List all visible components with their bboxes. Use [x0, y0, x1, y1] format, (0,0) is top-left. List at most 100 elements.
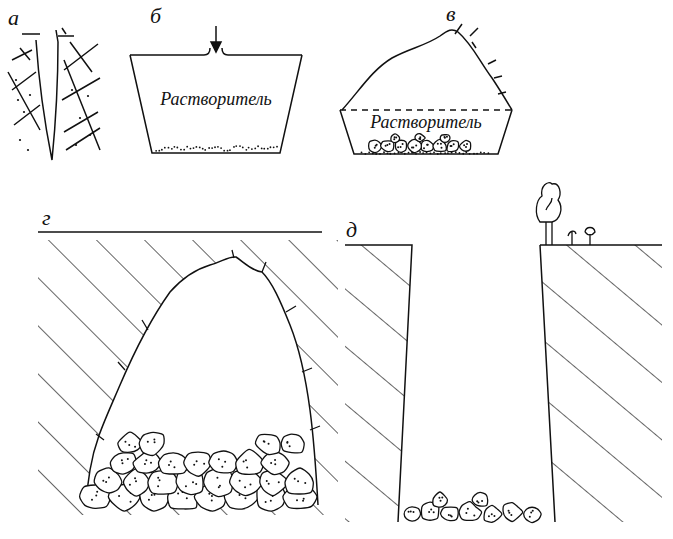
grain — [438, 497, 440, 499]
sediment-dot — [368, 151, 370, 153]
sediment-dot — [242, 147, 244, 149]
basin-label: Растворитель — [130, 89, 302, 109]
boulder — [440, 135, 450, 143]
grain — [151, 494, 153, 496]
rock-grains — [15, 79, 91, 151]
grain — [157, 477, 159, 479]
sediment-dot — [223, 150, 225, 152]
sediment-dot — [171, 148, 173, 150]
boulder — [255, 434, 280, 454]
grain — [491, 513, 493, 515]
sediment-dot — [155, 150, 157, 152]
grain — [465, 512, 467, 514]
panel-letter: в — [446, 2, 456, 26]
boulder — [441, 507, 459, 521]
panel-letter: д — [346, 218, 357, 242]
sediment-dot — [168, 147, 170, 149]
grain — [493, 515, 495, 517]
grain — [374, 147, 376, 149]
sediment-dot — [186, 146, 188, 148]
grain — [529, 516, 531, 518]
boulder — [447, 141, 459, 152]
grain — [375, 145, 377, 147]
basin-rim — [222, 48, 302, 55]
boulder — [285, 468, 313, 494]
solution-basin: Растворитель — [130, 55, 302, 153]
grain — [266, 480, 268, 482]
boulder — [503, 503, 523, 522]
sediment-dot — [233, 146, 235, 148]
grain — [450, 515, 452, 517]
grain — [216, 477, 218, 479]
boulder — [281, 434, 304, 453]
grain — [130, 501, 132, 503]
boulder — [139, 432, 164, 455]
sediment-dot — [158, 150, 160, 152]
grain — [218, 486, 220, 488]
boulder — [433, 492, 448, 507]
grain — [96, 491, 98, 493]
boulder — [459, 140, 470, 151]
grain — [148, 499, 150, 501]
cavity-outline — [85, 257, 318, 505]
grain — [192, 481, 194, 483]
grain — [465, 146, 467, 148]
grain — [154, 441, 156, 443]
grain — [159, 479, 161, 481]
grain — [410, 510, 412, 512]
basin-rim — [130, 48, 210, 55]
grain — [297, 480, 299, 482]
grain — [134, 477, 136, 479]
sediment-dot — [245, 149, 247, 151]
boulder — [209, 451, 238, 473]
grain — [451, 145, 453, 147]
grain — [168, 464, 170, 466]
boulder — [391, 134, 400, 143]
rock-fissure — [8, 28, 100, 160]
sediment-dot — [202, 148, 204, 150]
grain — [211, 495, 213, 497]
grain — [532, 510, 534, 512]
grain — [268, 483, 270, 485]
grain — [127, 458, 129, 460]
sediment-dot — [211, 147, 213, 149]
grain — [224, 461, 226, 463]
panel-letter: б — [150, 4, 161, 28]
sediment-dot — [254, 148, 256, 150]
sediment-dot — [480, 152, 482, 154]
grain — [302, 500, 304, 502]
sinkhole-walls — [345, 245, 662, 522]
grain — [488, 515, 490, 517]
grain — [121, 459, 123, 461]
grain — [450, 145, 452, 147]
sediment-dot — [267, 148, 269, 150]
grain — [289, 445, 291, 447]
grain — [394, 136, 396, 138]
grain — [386, 144, 388, 146]
rock-hatching — [540, 245, 662, 522]
inflow-arrow — [211, 26, 221, 52]
grain — [239, 480, 241, 482]
boulder — [184, 452, 211, 476]
sediment-dot — [220, 147, 222, 149]
grain — [218, 458, 220, 460]
solution-basin: Растворитель — [340, 110, 512, 154]
sediment-dot — [239, 145, 241, 147]
boulder — [236, 449, 264, 474]
grain — [211, 499, 213, 501]
sediment-dot — [193, 147, 195, 149]
grain — [408, 511, 410, 513]
sediment-dot — [248, 147, 250, 149]
grain — [135, 480, 137, 482]
grain — [441, 497, 443, 499]
grain — [385, 145, 387, 147]
sediment-dot — [276, 146, 278, 148]
grain — [185, 485, 187, 487]
grain — [102, 480, 104, 482]
grain — [437, 143, 439, 145]
grain — [219, 485, 221, 487]
sediment-dot — [190, 148, 192, 150]
grain — [144, 463, 146, 465]
grain — [463, 144, 465, 146]
boulder — [484, 505, 502, 522]
